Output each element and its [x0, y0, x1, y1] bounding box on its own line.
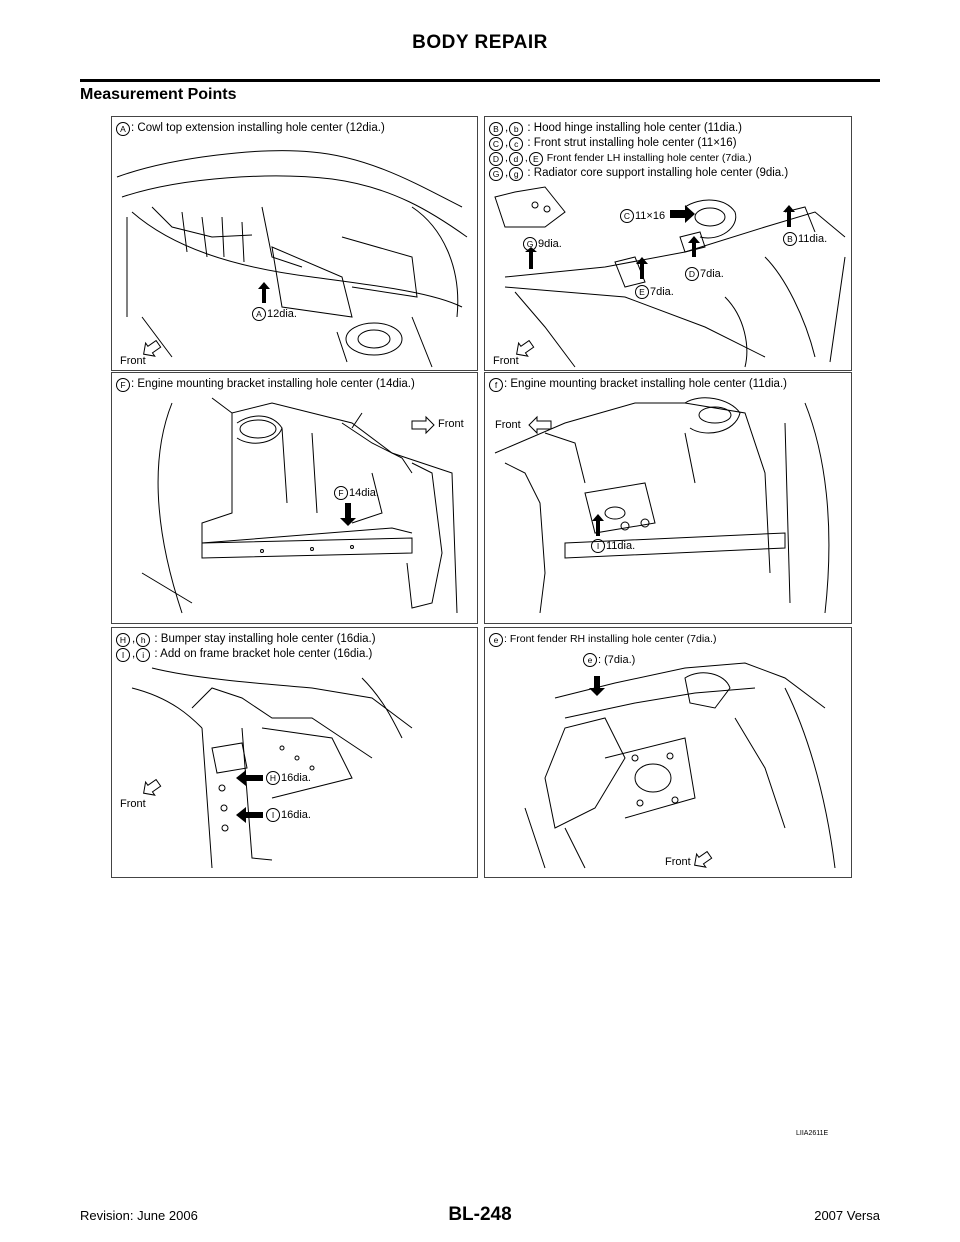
callout-text: 11dia. [606, 540, 636, 552]
code-badge: e [583, 653, 597, 667]
code-separator: , [505, 152, 508, 164]
legend-text: : Front fender RH installing hole center… [504, 633, 717, 645]
code-badge: e [489, 632, 503, 647]
footer-revision: Revision: June 2006 [80, 1208, 198, 1223]
code-badge: I [116, 647, 130, 662]
front-label: Front [665, 856, 691, 868]
panel-engine-mount-left: F: Engine mounting bracket installing ho… [111, 372, 478, 624]
callout-text: 16dia. [281, 772, 311, 784]
code-badge: D [489, 151, 503, 166]
panel-3-legend: f: Engine mounting bracket installing ho… [489, 377, 787, 392]
section-title: Measurement Points [80, 86, 237, 103]
callout-text: 11×16 [635, 210, 666, 222]
code-badge: c [509, 136, 524, 151]
code-badge: E [528, 151, 543, 166]
callout-text: 7dia. [700, 268, 724, 280]
hood-hinge-illustration [494, 186, 846, 368]
legend-text: : Hood hinge installing hole center (11d… [527, 122, 742, 134]
bumper-stay-illustration [131, 667, 413, 869]
front-label: Front [493, 355, 519, 367]
code-badge: g [509, 166, 524, 181]
code-badge: I [591, 539, 605, 553]
callout-text: 11dia. [798, 233, 828, 245]
code-separator: , [505, 167, 509, 179]
legend-text: : Engine mounting bracket installing hol… [131, 378, 415, 390]
front-label: Front [120, 798, 146, 810]
panel-bumper-stay: H,h : Bumper stay installing hole center… [111, 627, 478, 878]
code-separator: , [132, 648, 136, 660]
page-header-title: BODY REPAIR [412, 32, 548, 53]
panel-hood-hinge: B,b : Hood hinge installing hole center … [484, 116, 852, 371]
code-badge: F [116, 377, 130, 392]
engine-mount-right-illustration [494, 397, 830, 614]
panel-engine-mount-right: f: Engine mounting bracket installing ho… [484, 372, 852, 624]
code-badge: C [489, 136, 503, 151]
code-badge: H [116, 632, 130, 647]
footer-model: 2007 Versa [814, 1208, 880, 1223]
front-fender-rh-illustration [524, 662, 836, 869]
callout-text: 16dia. [281, 809, 311, 821]
panel-5-legend: e: Front fender RH installing hole cente… [489, 632, 716, 647]
panel-cowl-top: A: Cowl top extension installing hole ce… [111, 116, 478, 371]
panel-1-legend: B,b : Hood hinge installing hole center … [489, 121, 788, 181]
code-separator: , [132, 633, 136, 645]
panel-0-legend: A: Cowl top extension installing hole ce… [116, 121, 385, 136]
header-rule [80, 79, 880, 82]
code-badge: f [489, 377, 503, 392]
front-label: Front [120, 355, 146, 367]
code-badge: b [509, 121, 524, 136]
front-label: Front [438, 418, 464, 430]
code-badge: E [635, 285, 649, 299]
code-separator: , [505, 137, 509, 149]
code-separator: , [524, 152, 528, 164]
footer-page-number: BL-248 [448, 1204, 512, 1225]
code-badge: I [266, 808, 280, 822]
panel-4-legend: H,h : Bumper stay installing hole center… [116, 632, 376, 662]
engine-mount-left-illustration [141, 397, 458, 614]
code-badge: H [266, 771, 280, 785]
panel-front-fender-rh: e: Front fender RH installing hole cente… [484, 627, 852, 878]
legend-text: : Front strut installing hole center (11… [527, 137, 737, 149]
code-badge: B [489, 121, 503, 136]
code-badge: d [508, 151, 523, 166]
code-badge: G [523, 237, 537, 251]
cowl-top-illustration [116, 150, 468, 368]
callout-e-lower: e: (7dia.) [583, 653, 635, 667]
callout-text: 9dia. [538, 238, 562, 250]
code-badge: A [116, 121, 130, 136]
legend-text: : Engine mounting bracket installing hol… [504, 378, 787, 390]
legend-text: : Radiator core support installing hole … [527, 167, 789, 179]
code-separator: , [505, 122, 509, 134]
code-badge: F [334, 486, 348, 500]
code-badge: i [136, 647, 151, 662]
legend-text: : Bumper stay installing hole center (16… [154, 633, 376, 645]
legend-text: : Cowl top extension installing hole cen… [131, 122, 385, 134]
legend-text: Front fender LH installing hole center (… [546, 152, 752, 164]
code-badge: G [489, 166, 503, 181]
legend-text: : Add on frame bracket hole center (16di… [154, 648, 373, 660]
figure-grid: A: Cowl top extension installing hole ce… [111, 116, 852, 878]
code-badge: h [136, 632, 151, 647]
panel-2-legend: F: Engine mounting bracket installing ho… [116, 377, 415, 392]
code-badge: B [783, 232, 797, 246]
code-badge: C [620, 209, 634, 223]
callout-text: 14dia. [349, 487, 379, 499]
code-badge: D [685, 267, 699, 281]
callout-text: 12dia. [267, 308, 297, 320]
callout-text: 7dia. [650, 286, 674, 298]
code-badge: A [252, 307, 266, 321]
callout-text: : (7dia.) [598, 654, 636, 666]
front-label: Front [495, 419, 521, 431]
figure-code: LIIA2611E [796, 1130, 829, 1137]
